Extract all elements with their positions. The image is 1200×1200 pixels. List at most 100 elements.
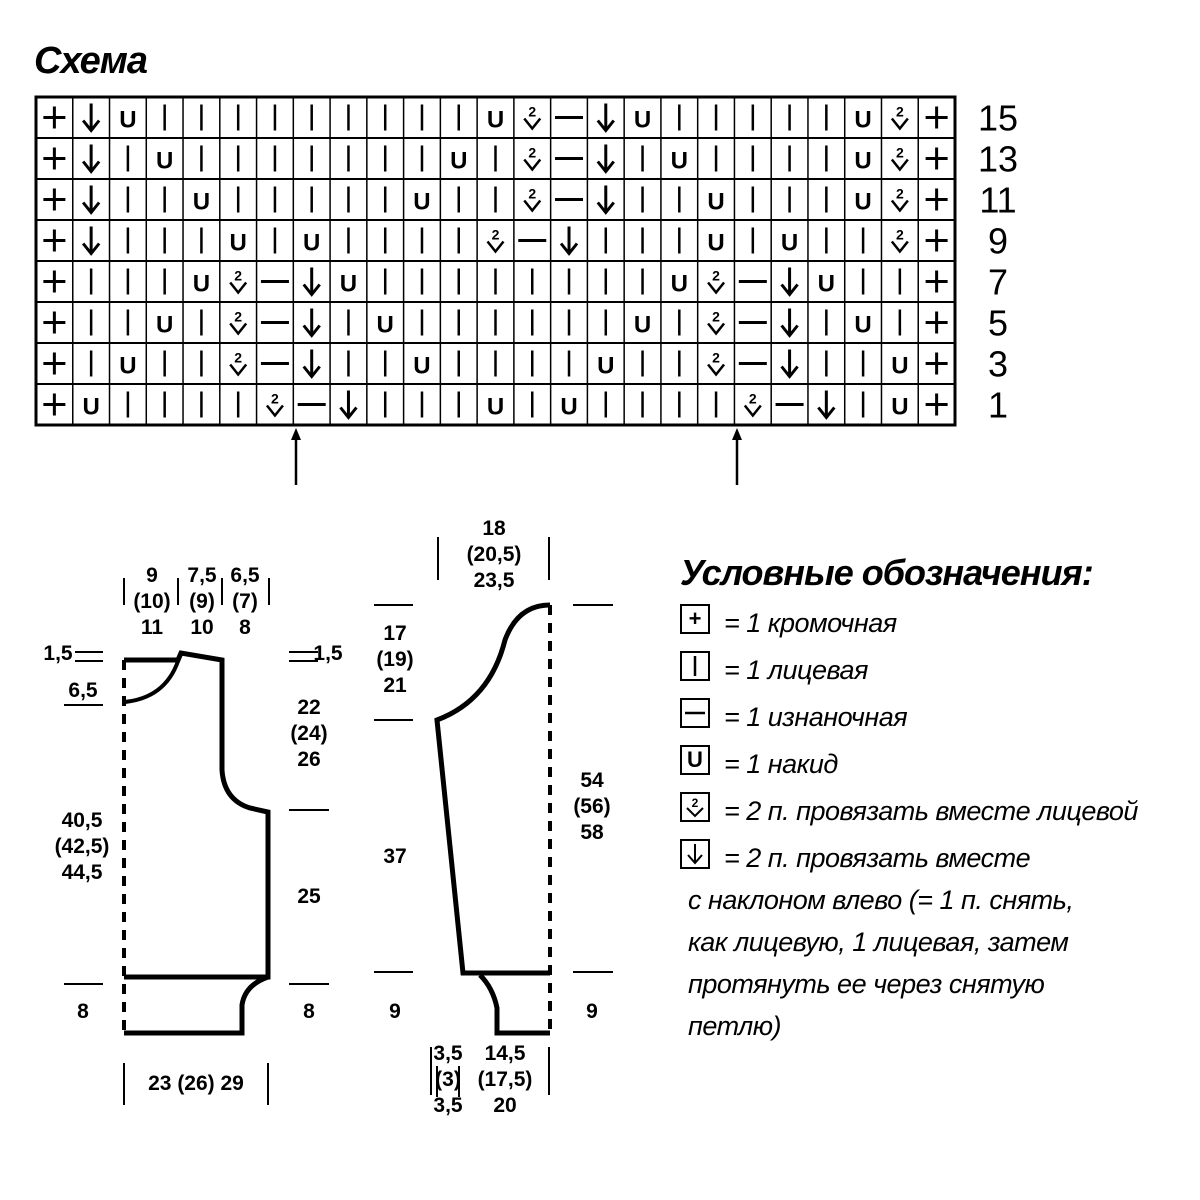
yarn-over-icon: U — [450, 148, 467, 175]
k2tog-icon — [229, 322, 248, 336]
sleeve-cuff-outline — [478, 973, 550, 1036]
purl-icon — [680, 698, 710, 728]
sleeve-length-dim: 58 — [580, 821, 604, 844]
yarn-over-icon: U — [707, 189, 724, 216]
ssk-icon — [596, 160, 615, 174]
k2tog-icon — [890, 199, 909, 213]
legend-item-ssk: = 2 п. провязать вместе с наклоном влево… — [680, 837, 1190, 1047]
front-length-dim: (42,5) — [55, 835, 110, 858]
row-number: 9 — [988, 221, 1008, 262]
ssk-icon — [596, 119, 615, 133]
row-number: 1 — [988, 385, 1008, 426]
k2tog-icon — [890, 158, 909, 172]
yarn-over-icon: U — [560, 394, 577, 421]
yarn-over-icon: U — [854, 148, 871, 175]
ssk-icon — [81, 119, 101, 133]
ssk-icon — [81, 160, 101, 174]
legend-continuation-1: с наклоном влево (= 1 п. снять, — [688, 885, 1074, 915]
legend-item-purl: = 1 изнаночная — [680, 696, 1190, 743]
ssk-icon — [780, 283, 799, 297]
front-length-dim: 40,5 — [62, 809, 103, 832]
yarn-over-icon: U — [193, 189, 210, 216]
ssk-icon — [817, 406, 836, 420]
k2tog-icon — [743, 404, 762, 418]
ssk-icon — [780, 324, 799, 338]
sleeve-rib-right: 9 — [586, 1000, 598, 1023]
yarn-over-icon: U — [377, 312, 394, 339]
k2tog-icon — [707, 322, 726, 336]
front-width-dim: 23 (26) 29 — [148, 1072, 244, 1095]
legend-continuation-2: как лицевую, 1 лицевая, затем — [688, 927, 1069, 957]
sleeve-top-dim: 23,5 — [474, 569, 515, 592]
k2tog-icon: 2 — [896, 145, 904, 161]
sleeve-bottom-right-dim: (17,5) — [478, 1068, 533, 1091]
front-top-dim: 10 — [190, 616, 213, 639]
repeat-arrow — [291, 428, 301, 440]
legend-title: Условные обозначения: — [680, 552, 1094, 593]
yarn-over-icon: U — [680, 745, 710, 775]
k2tog-icon — [229, 281, 248, 295]
front-top-dim: 8 — [239, 616, 251, 639]
ssk-icon — [596, 201, 615, 215]
k2tog-icon: 2 — [712, 268, 720, 284]
legend-text: = 2 п. провязать вместе — [724, 843, 1031, 873]
chart-title: Схема — [34, 40, 148, 82]
front-top-dim: 11 — [141, 616, 164, 639]
front-top-dim: 7,5 — [187, 564, 217, 587]
ssk-icon — [780, 365, 799, 379]
yarn-over-icon: U — [303, 230, 320, 257]
yarn-over-icon: U — [634, 107, 651, 134]
yarn-over-icon: U — [156, 148, 173, 175]
ssk-icon — [302, 283, 321, 297]
front-neckline — [123, 654, 182, 704]
yarn-over-icon: U — [156, 312, 173, 339]
sleeve-cap-dim: (19) — [376, 648, 413, 671]
sleeve-cap-dim: 21 — [383, 674, 407, 697]
row-number: 7 — [988, 262, 1008, 303]
yarn-over-icon: U — [854, 189, 871, 216]
k2tog-icon: 2 — [234, 309, 242, 325]
front-neck-left: 1,5 — [43, 642, 73, 665]
k2tog-icon: 2 — [680, 792, 710, 822]
sleeve-length-dim: (56) — [573, 795, 610, 818]
k2tog-icon: 2 — [528, 104, 536, 120]
k2tog-icon: 2 — [749, 391, 757, 407]
legend-text: = 2 п. провязать вместе лицевой — [724, 796, 1138, 826]
knit-icon — [680, 651, 710, 681]
yarn-over-icon: U — [119, 353, 136, 380]
front-top-dim: 6,5 — [230, 564, 260, 587]
yarn-over-icon: U — [854, 107, 871, 134]
yarn-over-icon: U — [891, 394, 908, 421]
k2tog-icon — [523, 158, 542, 172]
legend-text: = 1 лицевая — [724, 655, 868, 685]
sleeve-cap-dim: 17 — [383, 622, 406, 645]
front-length-dim: 44,5 — [62, 861, 103, 884]
row-number: 13 — [978, 139, 1018, 180]
k2tog-icon: 2 — [896, 104, 904, 120]
k2tog-icon: 2 — [896, 186, 904, 202]
yarn-over-icon: U — [634, 312, 651, 339]
k2tog-icon — [890, 240, 909, 254]
yarn-over-icon: U — [671, 271, 688, 298]
sleeve-rib-left: 9 — [389, 1000, 401, 1023]
yarn-over-icon: U — [487, 107, 504, 134]
front-rib-left: 8 — [77, 1000, 89, 1023]
k2tog-icon — [523, 199, 542, 213]
sleeve-length-dim: 54 — [580, 769, 604, 792]
legend-item-edge: + = 1 кромочная — [680, 602, 1190, 649]
repeat-arrow — [732, 428, 742, 440]
yarn-over-icon: U — [82, 394, 99, 421]
front-top-dim: 9 — [146, 564, 158, 587]
sleeve-outline — [434, 602, 551, 976]
sleeve-bottom-left-dim: 3,5 — [433, 1042, 463, 1065]
front-top-dim: (9) — [189, 590, 215, 613]
row-number: 5 — [988, 303, 1008, 344]
front-neck-depth: 6,5 — [68, 679, 98, 702]
ssk-icon — [81, 242, 101, 256]
k2tog-icon: 2 — [271, 391, 279, 407]
legend-continuation-4: петлю) — [688, 1011, 782, 1041]
legend: Условные обозначения: + = 1 кромочная = … — [680, 552, 1190, 1047]
yarn-over-icon: U — [854, 312, 871, 339]
